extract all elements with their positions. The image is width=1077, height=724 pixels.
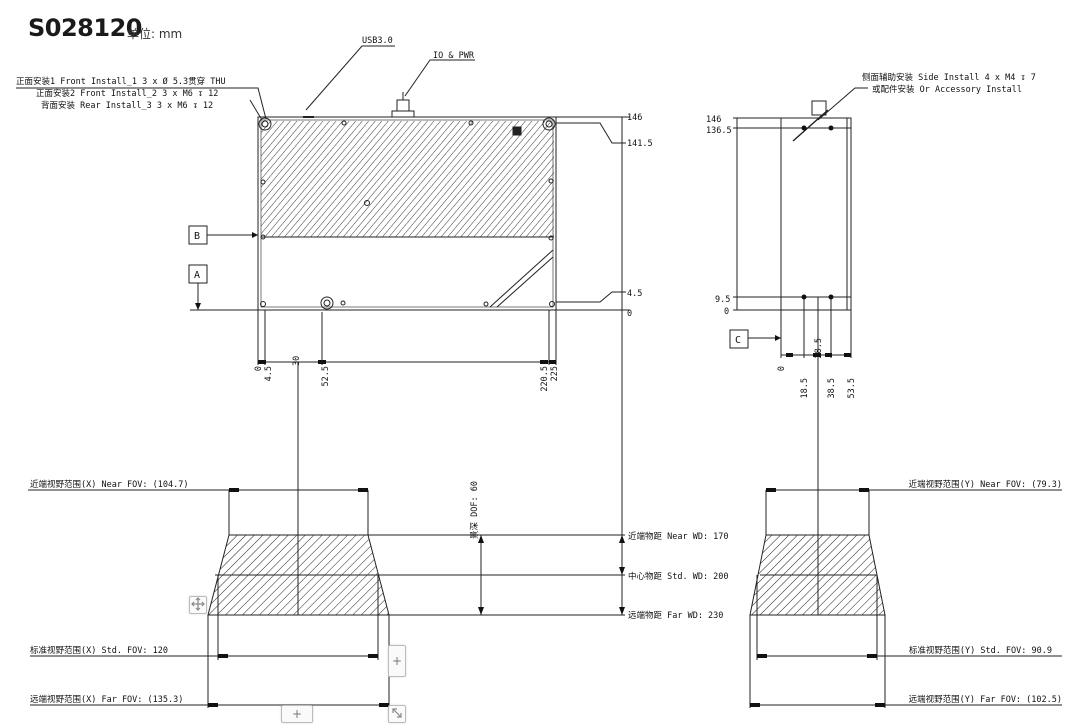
move-icon	[191, 597, 205, 611]
fov-y-std-label: 标准视野范围(Y) Std. FOV: 90.9	[909, 645, 1052, 656]
front-width-dim: 30	[292, 356, 302, 366]
front-width-dim: 4.5	[264, 366, 274, 381]
io-pwr-callout: IO & PWR	[433, 51, 475, 61]
far-wd-label: 远端物距 Far WD: 230	[628, 610, 723, 621]
datum-b-label: B	[194, 231, 200, 242]
side-view-body	[780, 117, 852, 311]
front-install-1-callout: 正面安装1 Front Install_1 3 x Ø 5.3贯穿 THU	[16, 76, 226, 87]
datum-c-label: C	[735, 335, 741, 346]
side-height-dim: 136.5	[706, 126, 732, 136]
std-wd-label: 中心物距 Std. WD: 200	[628, 571, 729, 582]
dof-label: 景深 DOF: 60	[470, 481, 480, 539]
rear-install-callout: 背面安装 Rear Install_3 3 x M6 ↧ 12	[41, 100, 213, 111]
plus-icon: +	[291, 707, 303, 721]
usb-callout: USB3.0	[362, 36, 393, 46]
add-right-button[interactable]: +	[388, 645, 406, 677]
fov-x-far-label: 远端视野范围(X) Far FOV: (135.3)	[30, 694, 183, 705]
side-install-callout: 侧面辅助安装 Side Install 4 x M4 ↧ 7	[862, 72, 1036, 83]
front-width-dim: 225	[550, 366, 560, 381]
side-width-dim: 18.5	[800, 378, 810, 398]
add-bottom-button[interactable]: +	[281, 705, 313, 723]
front-height-dim: 4.5	[627, 289, 642, 299]
front-width-dim: 220.5	[540, 366, 550, 392]
unit-label: 单位: mm	[127, 27, 183, 41]
fov-x-std-label: 标准视野范围(X) Std. FOV: 120	[30, 645, 168, 656]
side-height-dim: 9.5	[715, 295, 730, 305]
side-width-dim: 53.5	[847, 378, 857, 398]
front-width-dim: 52.5	[321, 366, 331, 386]
side-height-dim: 0	[724, 307, 729, 317]
front-height-dim: 141.5	[627, 139, 653, 149]
resize-handle[interactable]	[388, 705, 406, 723]
side-width-dim: 28.5	[814, 338, 824, 358]
side-height-dim: 146	[706, 115, 721, 125]
front-install-2-callout: 正面安装2 Front Install_2 3 x M6 ↧ 12	[36, 88, 218, 99]
datum-a-label: A	[194, 270, 200, 281]
side-width-dim: 38.5	[827, 378, 837, 398]
accessory-install-callout: 或配件安装 Or Accessory Install	[872, 84, 1022, 95]
resize-icon	[392, 708, 402, 718]
fov-x-near-label: 近端视野范围(X) Near FOV: (104.7)	[30, 479, 188, 490]
front-height-dim: 146	[627, 113, 642, 123]
drawing-title: S028120	[28, 14, 142, 42]
move-handle[interactable]	[189, 596, 207, 614]
plus-icon: +	[391, 654, 403, 668]
near-wd-label: 近端物距 Near WD: 170	[628, 531, 729, 542]
fov-y-far-label: 远端视野范围(Y) Far FOV: (102.5)	[909, 694, 1062, 705]
side-width-dim: 0	[777, 366, 787, 371]
front-height-dim: 0	[627, 309, 632, 319]
front-width-dim: 0	[254, 366, 264, 371]
front-view-window	[261, 121, 554, 237]
fov-y-near-label: 近端视野范围(Y) Near FOV: (79.3)	[909, 479, 1062, 490]
